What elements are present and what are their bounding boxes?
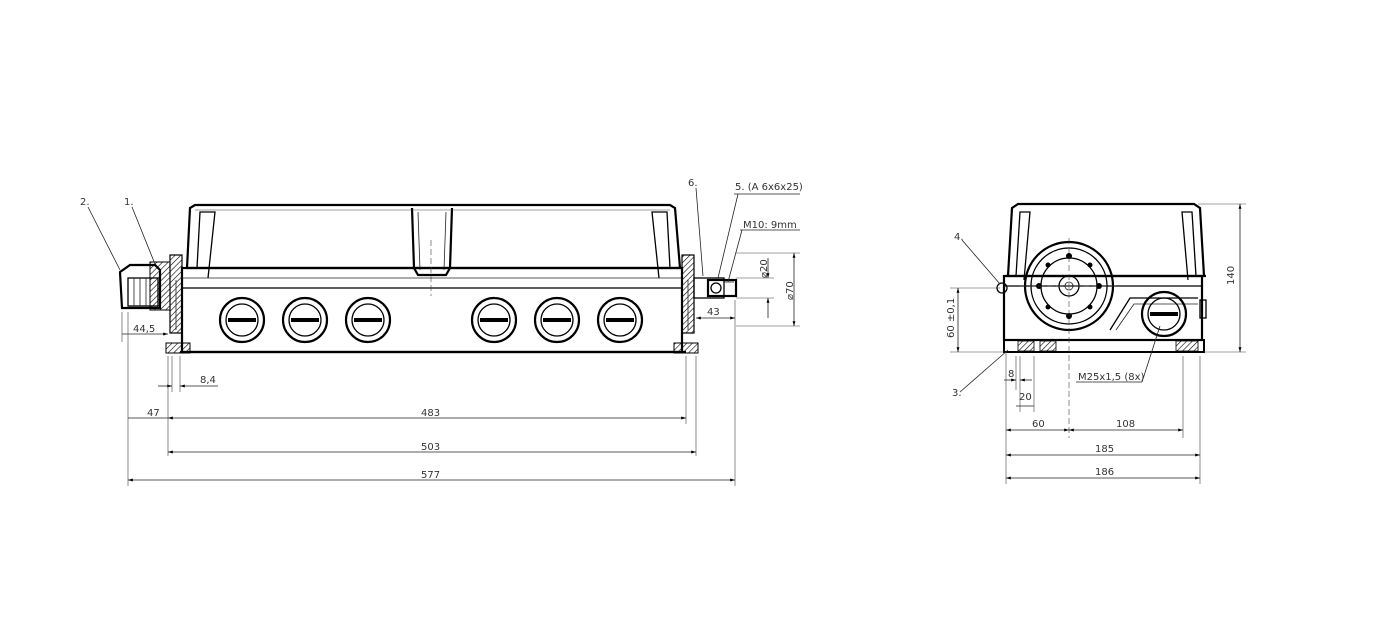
dim-140: 140 — [1226, 266, 1237, 285]
cable-gland — [470, 296, 518, 344]
cable-gland — [344, 296, 392, 344]
cable-gland — [281, 296, 329, 344]
callout-2: 2. — [80, 197, 90, 208]
dim-20: 20 — [1019, 392, 1032, 403]
callout-thread: M25x1,5 (8x) — [1078, 372, 1145, 383]
callout-6: 6. — [688, 178, 698, 189]
callout-1: 1. — [124, 197, 134, 208]
dim-47: 47 — [147, 408, 160, 419]
side-view: 2. 1. 6. 5. (A 6x6x25) M10: 9mm 44,5 8,4 — [80, 178, 803, 486]
end-rotary-flange — [1020, 238, 1118, 438]
dim-dia70: ⌀70 — [785, 281, 796, 300]
dim-577: 577 — [421, 470, 440, 481]
end-callouts: 4. 3. M25x1,5 (8x) — [952, 232, 1161, 399]
dim-186: 186 — [1095, 467, 1114, 478]
side-dimensions: 44,5 8,4 47 483 503 577 43 — [121, 252, 800, 486]
dim-44-5: 44,5 — [133, 324, 155, 335]
dim-8: 8 — [1008, 369, 1014, 380]
side-callouts: 2. 1. 6. 5. (A 6x6x25) M10: 9mm — [80, 178, 803, 283]
cable-gland — [218, 296, 266, 344]
end-view: 4. 3. M25x1,5 (8x) 140 60 ±0,1 8 20 — [946, 202, 1246, 484]
end-dimensions: 140 60 ±0,1 8 20 60 108 185 186 — [946, 203, 1246, 484]
dim-503: 503 — [421, 442, 440, 453]
callout-m10: M10: 9mm — [743, 220, 797, 231]
cable-gland — [533, 296, 581, 344]
side-shaft-right — [693, 277, 738, 299]
dim-8-4: 8,4 — [200, 375, 216, 386]
dim-60: 60 — [1032, 419, 1045, 430]
dim-dia20: ⌀20 — [759, 259, 770, 278]
dim-483: 483 — [421, 408, 440, 419]
end-lid — [1006, 202, 1206, 281]
end-cable-gland — [1140, 290, 1188, 338]
dim-43: 43 — [707, 307, 720, 318]
cable-gland — [596, 296, 644, 344]
dim-108: 108 — [1116, 419, 1135, 430]
dim-60-tol: 60 ±0,1 — [946, 298, 957, 338]
side-cable-glands — [218, 296, 644, 344]
callout-3: 3. — [952, 388, 962, 399]
side-connector-left — [118, 261, 171, 311]
callout-4: 4. — [954, 232, 964, 243]
dim-185: 185 — [1095, 444, 1114, 455]
callout-5: 5. (A 6x6x25) — [735, 182, 803, 193]
